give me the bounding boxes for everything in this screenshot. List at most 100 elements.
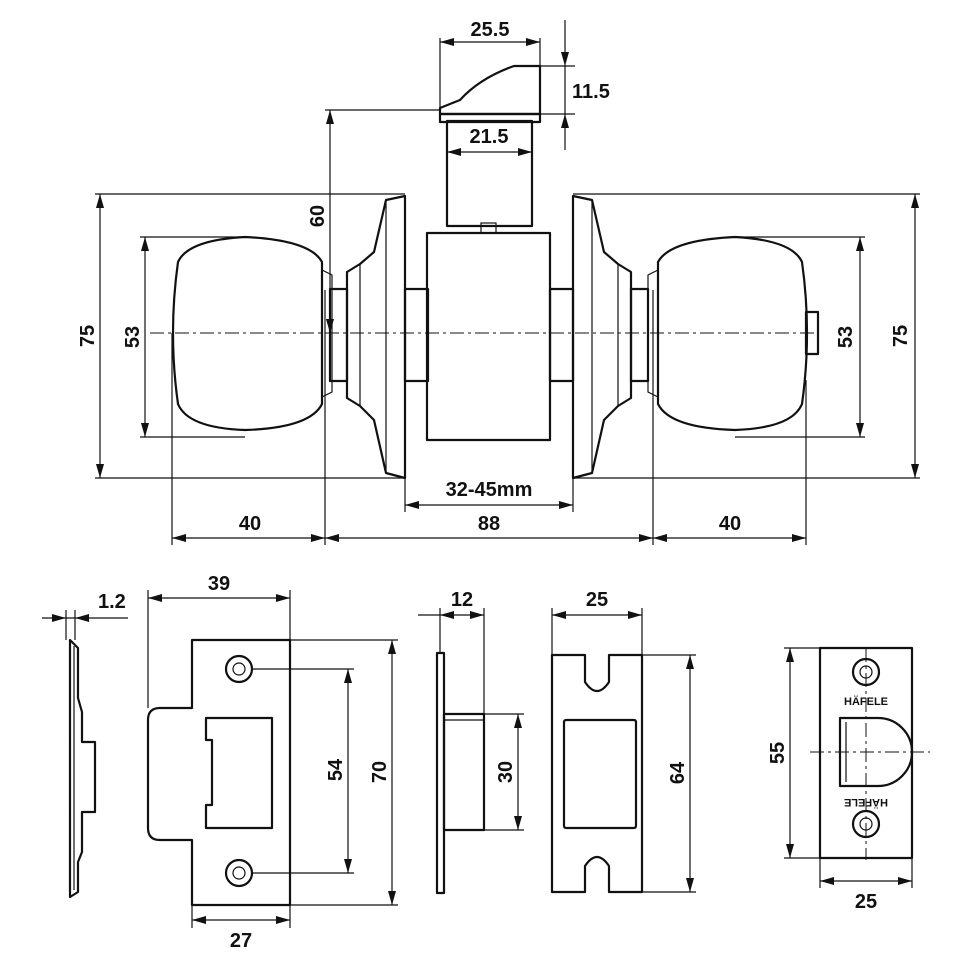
strike-plate-front-view: 39 54 70 27 (146, 573, 398, 952)
dim-label-rose-right: 75 (890, 325, 912, 347)
right-rose (571, 194, 633, 480)
arrow (276, 594, 290, 602)
strike-plate-outline (146, 638, 292, 907)
latch-face-screw-top (851, 657, 881, 687)
arrow (559, 501, 573, 509)
arrow (405, 501, 419, 509)
dim-label-latch-face-height: 55 (767, 742, 789, 764)
arrow (388, 640, 396, 654)
right-spindle-collar (629, 287, 650, 383)
arrow (911, 194, 919, 208)
screw-hole-top-inner (232, 662, 246, 676)
arrow (470, 611, 484, 619)
brand-label-bottom: HÄFELE (844, 796, 888, 809)
dim-label-strike-height: 70 (369, 761, 391, 783)
arrow (552, 611, 566, 619)
arrow (628, 611, 642, 619)
arrow (820, 877, 834, 885)
latch-connector (480, 222, 497, 234)
latch-face-view: HÄFELE HÄFELE 55 25 (767, 646, 930, 913)
arrow (388, 891, 396, 905)
latch-bolt-head (438, 64, 542, 116)
arrow (898, 877, 912, 885)
dim-label-dust-box-width: 25 (586, 589, 608, 611)
dim-label-strike-width: 39 (208, 573, 230, 595)
arrow (686, 878, 694, 892)
arrow (786, 648, 794, 662)
dim-label-strike-thickness: 1.2 (98, 591, 126, 613)
arrow (526, 38, 540, 46)
dust-box-opening (562, 718, 638, 830)
dim-label-backset: 60 (307, 205, 329, 227)
arrow (911, 464, 919, 478)
left-knob-neck (321, 269, 333, 398)
dim-label-door-thickness: 32-45mm (446, 479, 533, 501)
latch-face-screw-bottom (851, 809, 881, 839)
dim-label-overall: 88 (478, 513, 500, 535)
dim-label-dust-box-height: 64 (667, 761, 689, 784)
strike-plate-side-view: 1.2 (42, 591, 128, 899)
screw-hole-bottom-inner (232, 866, 246, 880)
arrow (447, 148, 461, 156)
right-spindle (548, 287, 575, 383)
arrow (326, 110, 334, 124)
dim-label-knob-right: 53 (835, 326, 857, 348)
arrow (75, 614, 89, 622)
left-rose (345, 194, 407, 480)
right-knob-keyhole (804, 310, 820, 356)
arrow (561, 52, 569, 66)
arrow (653, 534, 667, 542)
arrow (96, 194, 104, 208)
arrow (514, 714, 522, 728)
dim-label-latch-face-width: 25 (855, 891, 877, 913)
arrow (344, 669, 352, 683)
dim-label-knob-depth-left: 40 (239, 513, 261, 535)
arrow (325, 534, 339, 542)
dim-label-latch-side-width: 12 (451, 589, 473, 611)
strike-plate-side-profile (68, 638, 97, 899)
arrow (311, 534, 325, 542)
dim-label-hole-spacing: 54 (325, 758, 347, 781)
dim-label-latch-side-height: 30 (495, 761, 517, 783)
arrow (856, 423, 864, 437)
arrow (96, 464, 104, 478)
dust-box-view: 25 64 (550, 589, 696, 894)
arrow (686, 655, 694, 669)
screw-hole-bottom (224, 858, 254, 888)
latch-side-view: 12 30 (418, 589, 524, 895)
latch-housing (425, 231, 552, 442)
arrow (518, 148, 532, 156)
dim-label-latch-width: 25.5 (471, 19, 510, 41)
arrow (786, 844, 794, 858)
latch-side-body (442, 712, 486, 832)
arrow (792, 534, 806, 542)
strike-plate-opening (204, 716, 274, 830)
arrow (561, 114, 569, 128)
arrow (276, 916, 290, 924)
latch-face-screw-bottom-inner (859, 817, 873, 831)
dim-label-strike-bottom: 27 (230, 930, 252, 952)
arrow (141, 237, 149, 251)
screw-hole-top (224, 654, 254, 684)
arrow (192, 916, 206, 924)
arrow (856, 237, 864, 251)
dim-label-knob-left: 53 (122, 326, 144, 348)
arrow (440, 611, 454, 619)
dim-label-latch-body: 21.5 (470, 126, 509, 148)
arrow (148, 594, 162, 602)
latch-faceplate (438, 112, 542, 124)
arrow (514, 816, 522, 830)
dust-box-outline (550, 653, 644, 894)
arrow (141, 423, 149, 437)
latch-face-screw-top-inner (859, 665, 873, 679)
latch-face-bolt (838, 716, 914, 788)
arrow (326, 319, 334, 333)
arrow (639, 534, 653, 542)
arrow (440, 38, 454, 46)
dim-label-latch-height: 11.5 (572, 81, 610, 103)
brand-label-top: HÄFELE (844, 695, 888, 708)
dim-label-rose-left: 75 (77, 325, 99, 347)
arrow (344, 859, 352, 873)
knob-lockset-elevation: 25.5 11.5 21.5 60 75 53 53 (77, 19, 920, 545)
